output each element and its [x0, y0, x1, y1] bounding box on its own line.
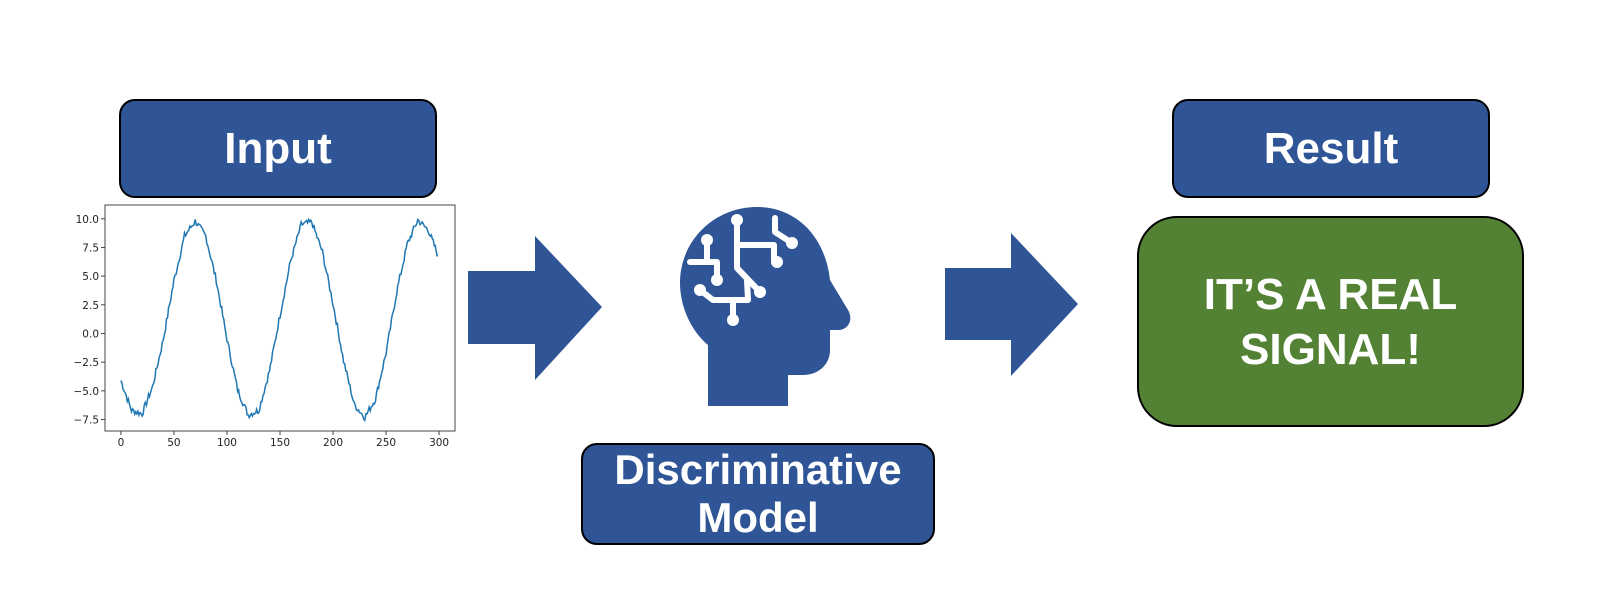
- x-tick-label: 150: [270, 437, 290, 449]
- y-tick-label: 0.0: [82, 328, 99, 340]
- plot-frame: [104, 204, 456, 432]
- arrow-right-icon: [945, 233, 1078, 376]
- verdict-text: IT’S A REAL SIGNAL!: [1203, 269, 1458, 374]
- y-tick-label: −7.5: [74, 415, 100, 427]
- input-signal-chart: 0 50 100 150 200 250 300 −7.5 −5.0 −2.5 0.0 2.5 5.0 7…: [74, 204, 456, 449]
- model-label: Discriminative Model: [614, 445, 902, 541]
- input-label: Input: [224, 123, 332, 173]
- y-tick-label: 5.0: [82, 271, 99, 283]
- x-tick-label: 100: [217, 437, 237, 449]
- input-label-box: Input: [119, 99, 437, 198]
- ai-head-icon: [680, 207, 851, 406]
- x-tick-label: 300: [429, 437, 449, 449]
- signal-line: [120, 217, 439, 422]
- result-label: Result: [1263, 123, 1399, 173]
- x-tick-label: 0: [118, 437, 125, 449]
- y-tick-label: −5.0: [74, 386, 100, 398]
- y-tick-label: 10.0: [76, 214, 99, 226]
- y-tick-label: 2.5: [82, 300, 99, 312]
- x-tick-label: 50: [167, 437, 180, 449]
- model-label-box: Discriminative Model: [581, 443, 935, 545]
- x-tick-label: 200: [323, 437, 343, 449]
- y-tick-label: −2.5: [74, 357, 100, 369]
- y-tick-label: 7.5: [82, 242, 99, 254]
- x-tick-label: 250: [376, 437, 396, 449]
- verdict-box: IT’S A REAL SIGNAL!: [1137, 216, 1524, 427]
- arrow-right-icon: [468, 236, 602, 380]
- result-label-box: Result: [1172, 99, 1490, 198]
